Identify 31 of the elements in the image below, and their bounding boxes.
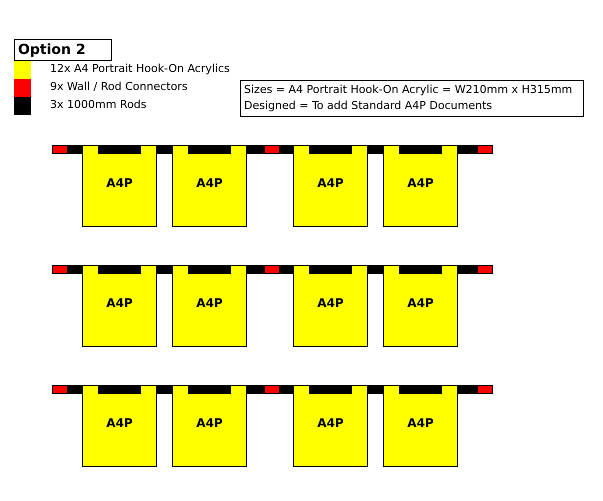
panel-label: A4P — [406, 176, 435, 190]
panel-label: A4P — [195, 296, 224, 310]
panel-label: A4P — [406, 296, 435, 310]
panel-label: A4P — [195, 416, 224, 430]
panel-label: A4P — [316, 416, 345, 430]
acrylic-panel — [383, 145, 458, 227]
acrylic-panel — [82, 265, 157, 347]
info-box — [240, 80, 584, 117]
panel-label: A4P — [316, 176, 345, 190]
panel-label: A4P — [105, 296, 134, 310]
panel-label: A4P — [406, 416, 435, 430]
acrylic-panel — [383, 265, 458, 347]
acrylic-panel — [293, 145, 368, 227]
legend-label: 9x Wall / Rod Connectors — [50, 80, 188, 93]
acrylic-panel — [383, 385, 458, 467]
panel-label: A4P — [316, 296, 345, 310]
panel-label: A4P — [195, 176, 224, 190]
panel-label: A4P — [105, 416, 134, 430]
acrylic-panel — [82, 145, 157, 227]
panel-label: A4P — [105, 176, 134, 190]
info-text: Designed = To add Standard A4P Documents — [243, 98, 494, 113]
title-box: Option 2 — [14, 39, 112, 61]
info-text: Sizes = A4 Portrait Hook-On Acrylic = W210mm x H315mm — [243, 82, 574, 97]
acrylic-panel — [172, 145, 247, 227]
acrylic-panel — [293, 385, 368, 467]
acrylic-panel — [172, 385, 247, 467]
acrylic-panel — [172, 265, 247, 347]
legend-label: 3x 1000mm Rods — [50, 98, 147, 111]
acrylic-panel — [293, 265, 368, 347]
acrylic-panel — [82, 385, 157, 467]
legend-label: 12x A4 Portrait Hook-On Acrylics — [50, 62, 230, 75]
